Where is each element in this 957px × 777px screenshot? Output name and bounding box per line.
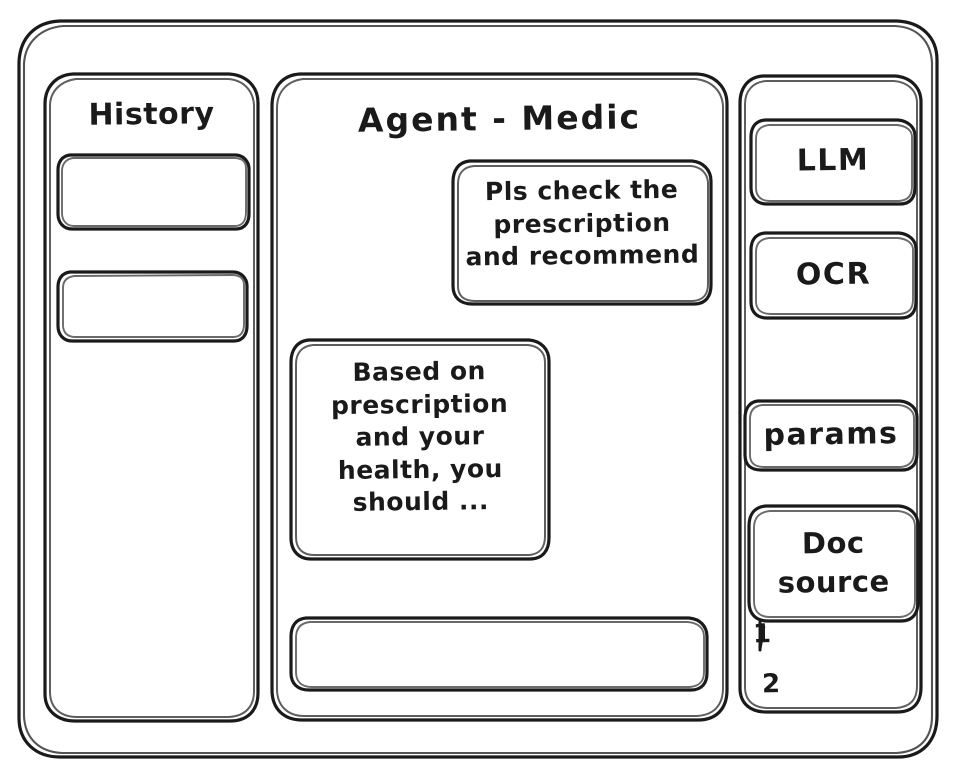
message-bubble-assistant: Based on prescription and your health, y… — [291, 340, 549, 559]
tool-button-ocr[interactable]: OCR — [751, 233, 916, 318]
tool-button-ocr-label: OCR — [795, 256, 872, 293]
history-item-1-label — [58, 180, 249, 182]
assistant-message-text: Based on prescription and your health, y… — [330, 356, 509, 517]
history-item-1[interactable] — [58, 155, 249, 230]
doc-source-box[interactable]: Doc source — [749, 506, 918, 621]
history-item-2-label — [58, 294, 247, 296]
history-panel-title: History — [88, 96, 215, 133]
agent-title: Agent - Medic — [357, 97, 642, 140]
message-bubble-user: Pls check the prescription and recommend — [453, 161, 711, 304]
user-message-text: Pls check the prescription and recommend — [465, 174, 700, 272]
tool-button-llm-label: LLM — [796, 142, 870, 179]
doc-source-item-1[interactable]: 1 — [752, 619, 772, 650]
doc-source-label: Doc source — [777, 525, 890, 600]
tool-button-llm[interactable]: LLM — [751, 120, 915, 204]
tool-button-params[interactable]: params — [745, 401, 917, 470]
history-item-2[interactable] — [58, 272, 247, 341]
composer-input-value — [305, 638, 695, 643]
composer-input[interactable] — [291, 618, 707, 690]
tool-button-params-label: params — [763, 416, 899, 453]
doc-source-item-2[interactable]: 2 — [761, 669, 781, 700]
